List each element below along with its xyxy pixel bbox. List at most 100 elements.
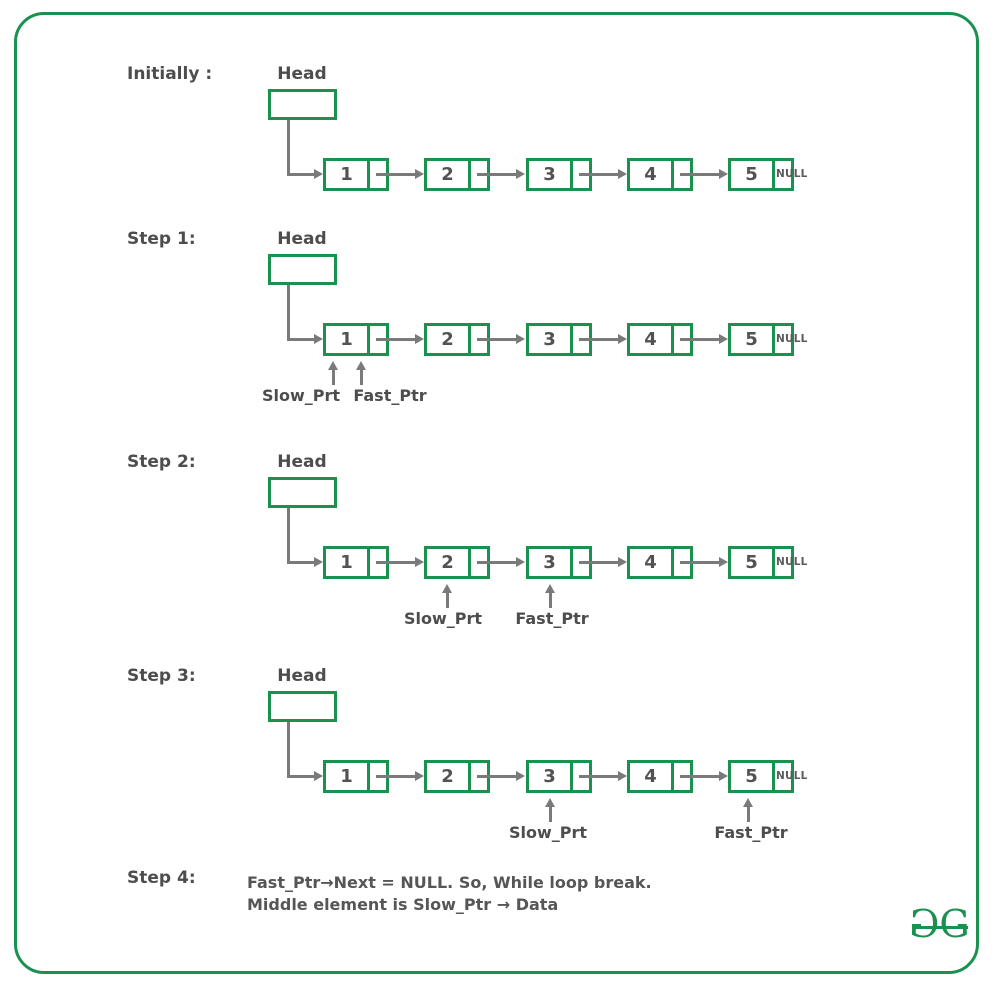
node-value: 2 [427, 549, 471, 576]
node-value: 1 [326, 549, 370, 576]
link-arrowhead-icon [415, 557, 424, 567]
logo-letter-reversed-g: G [911, 902, 940, 946]
link-arrowhead-icon [618, 771, 627, 781]
logo-letter-g: G [939, 902, 969, 946]
link-arrow-line [680, 338, 719, 341]
head-connector-line [287, 120, 290, 176]
pointer-arrow-line [746, 806, 750, 822]
node-value: 2 [427, 326, 471, 353]
head-label: Head [277, 666, 327, 686]
head-connector-line [287, 508, 290, 564]
link-arrow-line [477, 775, 516, 778]
head-label: Head [277, 64, 327, 84]
pointer-arrowhead-icon [355, 361, 366, 370]
head-box [268, 89, 337, 120]
head-connector-line [287, 561, 314, 564]
pointer-arrow-line [359, 369, 363, 385]
node-value: 1 [326, 326, 370, 353]
step4-label: Step 4: [127, 868, 196, 888]
node-value: 3 [529, 326, 573, 353]
link-arrowhead-icon [415, 771, 424, 781]
pointer-label: Fast_Ptr [515, 609, 589, 628]
link-arrowhead-icon [719, 169, 728, 179]
link-arrowhead-icon [415, 334, 424, 344]
link-arrowhead-icon [516, 334, 525, 344]
link-arrow-line [680, 173, 719, 176]
pointer-label: Slow_Prt [403, 609, 483, 628]
pointer-label: Fast_Ptr [353, 386, 427, 405]
node-value: 5 [731, 326, 775, 353]
link-arrow-line [376, 173, 415, 176]
node-value: 3 [529, 549, 573, 576]
pointer-arrowhead-icon [742, 798, 753, 807]
node-value: 2 [427, 161, 471, 188]
link-arrowhead-icon [516, 169, 525, 179]
pointer-arrow-line [548, 806, 552, 822]
link-arrow-line [579, 173, 618, 176]
step4-text-line: Middle element is Slow_Ptr → Data [247, 895, 559, 914]
null-label: NULL [776, 556, 808, 568]
pointer-label: Slow_Prt [508, 823, 588, 842]
pointer-arrowhead-icon [544, 798, 555, 807]
pointer-arrow-line [548, 592, 552, 608]
null-label: NULL [776, 770, 808, 782]
head-connector-line [287, 775, 314, 778]
link-arrow-line [376, 338, 415, 341]
node-value: 5 [731, 549, 775, 576]
link-arrow-line [477, 561, 516, 564]
link-arrow-line [680, 775, 719, 778]
head-box [268, 477, 337, 508]
link-arrow-line [477, 173, 516, 176]
head-box [268, 254, 337, 285]
pointer-arrow-line [445, 592, 449, 608]
section-label: Step 3: [127, 666, 196, 686]
section-label: Initially : [127, 64, 213, 84]
node-value: 5 [731, 161, 775, 188]
link-arrowhead-icon [516, 557, 525, 567]
link-arrowhead-icon [719, 771, 728, 781]
link-arrow-line [376, 561, 415, 564]
node-value: 1 [326, 161, 370, 188]
list-node: 5 [728, 158, 794, 191]
pointer-arrowhead-icon [544, 584, 555, 593]
head-label: Head [277, 452, 327, 472]
pointer-arrow-line [331, 369, 335, 385]
null-label: NULL [776, 168, 808, 180]
head-connector-line [287, 173, 314, 176]
node-value: 2 [427, 763, 471, 790]
node-value: 1 [326, 763, 370, 790]
logo-crossbar [912, 926, 968, 929]
arrowhead-right-icon [314, 771, 323, 781]
link-arrowhead-icon [516, 771, 525, 781]
pointer-arrowhead-icon [327, 361, 338, 370]
link-arrow-line [477, 338, 516, 341]
node-value: 4 [630, 161, 674, 188]
list-node: 2 [424, 323, 490, 356]
link-arrowhead-icon [618, 169, 627, 179]
null-label: NULL [776, 333, 808, 345]
link-arrow-line [579, 561, 618, 564]
head-box [268, 691, 337, 722]
section-label: Step 1: [127, 229, 196, 249]
arrowhead-right-icon [314, 557, 323, 567]
pointer-arrowhead-icon [441, 584, 452, 593]
list-node: 5 [728, 760, 794, 793]
step4-text-line: Fast_Ptr→Next = NULL. So, While loop bre… [247, 873, 652, 892]
head-connector-line [287, 722, 290, 778]
pointer-label: Slow_Prt [261, 386, 341, 405]
outer-border [14, 12, 979, 974]
link-arrowhead-icon [719, 334, 728, 344]
link-arrowhead-icon [618, 334, 627, 344]
node-value: 4 [630, 763, 674, 790]
pointer-label: Fast_Ptr [714, 823, 788, 842]
list-node: 5 [728, 546, 794, 579]
section-label: Step 2: [127, 452, 196, 472]
node-value: 4 [630, 549, 674, 576]
link-arrowhead-icon [618, 557, 627, 567]
list-node: 5 [728, 323, 794, 356]
step4-text: Fast_Ptr→Next = NULL. So, While loop bre… [247, 872, 652, 916]
head-connector-line [287, 338, 314, 341]
arrowhead-right-icon [314, 169, 323, 179]
link-arrow-line [579, 775, 618, 778]
